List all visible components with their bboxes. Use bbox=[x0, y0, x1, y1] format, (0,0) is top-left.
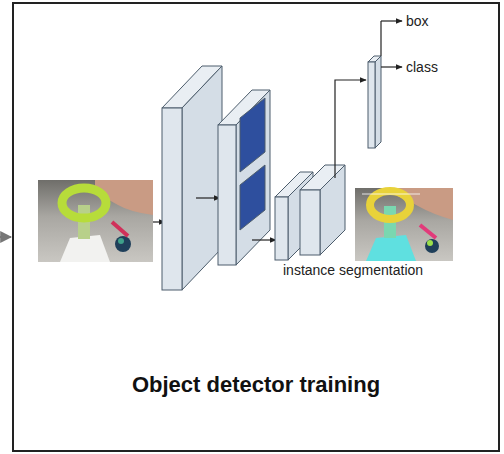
output-label: box bbox=[406, 13, 429, 29]
caption-label: instance segmentation bbox=[283, 262, 423, 278]
conv-layer bbox=[162, 66, 222, 290]
conv-layer bbox=[218, 90, 270, 265]
input-photo bbox=[38, 180, 153, 262]
output-label: class bbox=[406, 59, 438, 75]
panel-title: Object detector training bbox=[14, 372, 498, 398]
conv-layer bbox=[300, 165, 345, 255]
incoming-arrow bbox=[0, 236, 11, 238]
output-photo bbox=[355, 188, 453, 261]
fc-layer bbox=[368, 56, 381, 148]
